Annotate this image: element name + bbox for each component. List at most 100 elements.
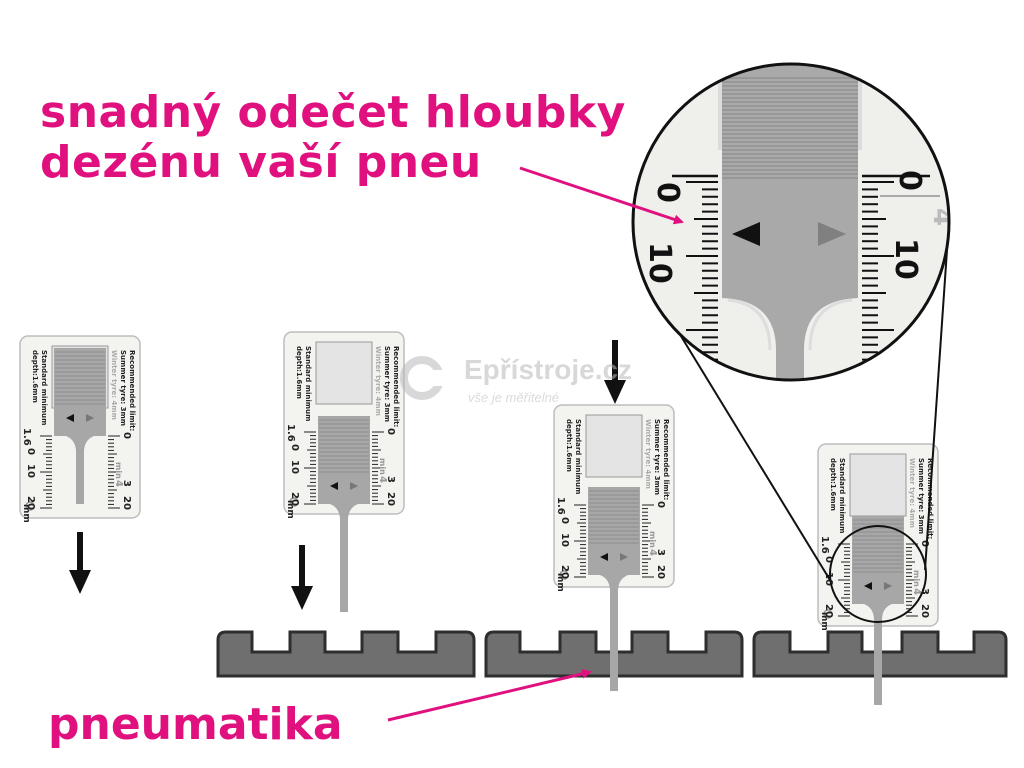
gauge-window xyxy=(849,453,907,517)
gauge-slider xyxy=(318,416,370,612)
gauge-label-0-right: 0 xyxy=(655,501,666,508)
slider-marker-right-icon xyxy=(350,482,358,490)
gauge-slider xyxy=(588,487,640,691)
slider-marker-left-icon xyxy=(600,553,608,561)
gauge-label-mm: mm xyxy=(285,500,295,519)
gauge-label-1-6: 1.6 xyxy=(819,536,830,554)
gauge-label-mm: mm xyxy=(555,573,565,592)
gauge-window xyxy=(585,414,643,478)
gauge-text-depth: depth:1.6mm xyxy=(565,419,573,472)
gauge-label-0-left: 0 xyxy=(559,517,570,524)
gauge-scale-ticks xyxy=(304,431,384,505)
gauge-text-summer: Summer tyre: 3mm xyxy=(119,350,127,426)
gauge-label-mm: mm xyxy=(819,612,829,631)
zoom-label-0-left: 0 xyxy=(650,182,685,203)
gauge-text-winter: Winter tyre: 4mm xyxy=(908,458,916,528)
gauge-scale-ticks xyxy=(40,435,120,509)
gauge-label-3: 3 xyxy=(655,549,666,556)
gauge-label-min: min xyxy=(648,531,657,548)
gauge-label-min: min xyxy=(378,458,387,475)
gauge-label-0-left: 0 xyxy=(823,556,834,563)
gauge-label-10-left: 10 xyxy=(25,464,36,478)
watermark-logo: Epřístroje.cz vše je měřitelné xyxy=(400,352,640,416)
gauge-label-20-left: 20 xyxy=(559,565,570,579)
gauge-text-recommended: Recommended limit: xyxy=(662,419,670,500)
magnified-scale-inset: 0 10 0 10 4 xyxy=(631,62,957,623)
gauge-text-depth: depth:1.6mm xyxy=(31,350,39,403)
tire-segment-1 xyxy=(216,630,476,678)
gauge-label-0-right: 0 xyxy=(121,432,132,439)
gauge-label-4: 4 xyxy=(377,476,388,483)
gauge-label-3: 3 xyxy=(919,588,930,595)
zoom-label-10-right: 10 xyxy=(888,238,923,280)
zoom-marker-right-icon xyxy=(818,222,846,246)
gauge-text-standard: Standard minimum xyxy=(304,346,312,421)
headline: snadný odečet hloubky dezénu vaší pneu xyxy=(40,88,626,188)
gauge-label-1-6: 1.6 xyxy=(21,428,32,446)
tire-label: pneumatika xyxy=(48,699,343,750)
gauge-label-20-right: 20 xyxy=(655,565,666,579)
gauge-text-summer: Summer tyre: 3mm xyxy=(383,346,391,422)
zoom-marker-left-icon xyxy=(732,222,760,246)
gauge-hole-icon xyxy=(289,497,299,507)
watermark-tagline: vše je měřitelné xyxy=(468,390,560,405)
gauge-label-mm: mm xyxy=(21,504,31,523)
gauge-text-standard: Standard minimum xyxy=(838,458,846,533)
zoom-slider-plate xyxy=(722,64,858,298)
gauge-label-3: 3 xyxy=(121,480,132,487)
gauge-text-standard: Standard minimum xyxy=(574,419,582,494)
zoom-label-10-left: 10 xyxy=(642,242,677,284)
gauge-scale-ticks xyxy=(838,543,918,617)
zoom-connector-left xyxy=(664,309,831,581)
slider-prong xyxy=(864,604,892,705)
gauge-hole-icon xyxy=(559,570,569,580)
gauge-label-3: 3 xyxy=(385,476,396,483)
zoom-label-4: 4 xyxy=(927,208,957,226)
zoom-slider xyxy=(722,64,858,380)
headline-line-1: snadný odečet hloubky xyxy=(40,87,626,138)
gauge-label-4: 4 xyxy=(647,549,658,556)
slider-marker-left-icon xyxy=(864,582,872,590)
pointer-arrow-headline xyxy=(519,166,684,225)
gauge-label-1-6: 1.6 xyxy=(285,424,296,442)
gauge-text-depth: depth:1.6mm xyxy=(829,458,837,511)
gauge-label-20-left: 20 xyxy=(823,604,834,618)
gauge-label-min: min xyxy=(912,570,921,587)
gauge-text-winter: Winter tyre: 4mm xyxy=(644,419,652,489)
gauge-label-20-left: 20 xyxy=(289,492,300,506)
gauge-label-10-left: 10 xyxy=(559,533,570,547)
gauge-scale-ticks xyxy=(574,504,654,578)
gauge-label-4: 4 xyxy=(911,588,922,595)
gauge-text-summer: Summer tyre: 3mm xyxy=(917,458,925,534)
gauge-hole-icon xyxy=(25,501,35,511)
slider-marker-right-icon xyxy=(86,414,94,422)
slider-prong xyxy=(66,436,94,504)
watermark-name: Epřístroje.cz xyxy=(464,354,633,385)
gauge-label-20-right: 20 xyxy=(385,492,396,506)
gauge-text-recommended: Recommended limit: xyxy=(128,350,136,431)
gauge-label-10-left: 10 xyxy=(289,460,300,474)
gauge-label-0-left: 0 xyxy=(25,448,36,455)
zoom-label-0-right: 0 xyxy=(892,170,927,191)
gauge-label-4: 4 xyxy=(113,480,124,487)
gauge-text-winter: Winter tyre: 4mm xyxy=(110,350,118,420)
slider-marker-right-icon xyxy=(620,553,628,561)
gauge-label-20-right: 20 xyxy=(919,604,930,618)
gauge-label-20-left: 20 xyxy=(25,496,36,510)
gauge-window xyxy=(315,341,373,405)
gauge-slider xyxy=(54,348,106,504)
gauge-slider xyxy=(852,516,904,705)
arrow-down-3 xyxy=(604,340,626,404)
gauge-label-20-right: 20 xyxy=(121,496,132,510)
gauge-text-standard: Standard minimum xyxy=(40,350,48,425)
gauge-label-min: min xyxy=(114,462,123,479)
gauge-text-winter: Winter tyre: 4mm xyxy=(374,346,382,416)
slider-marker-left-icon xyxy=(330,482,338,490)
slider-marker-left-icon xyxy=(66,414,74,422)
gauge-text-summer: Summer tyre: 3mm xyxy=(653,419,661,495)
arrow-down-2 xyxy=(291,545,313,610)
